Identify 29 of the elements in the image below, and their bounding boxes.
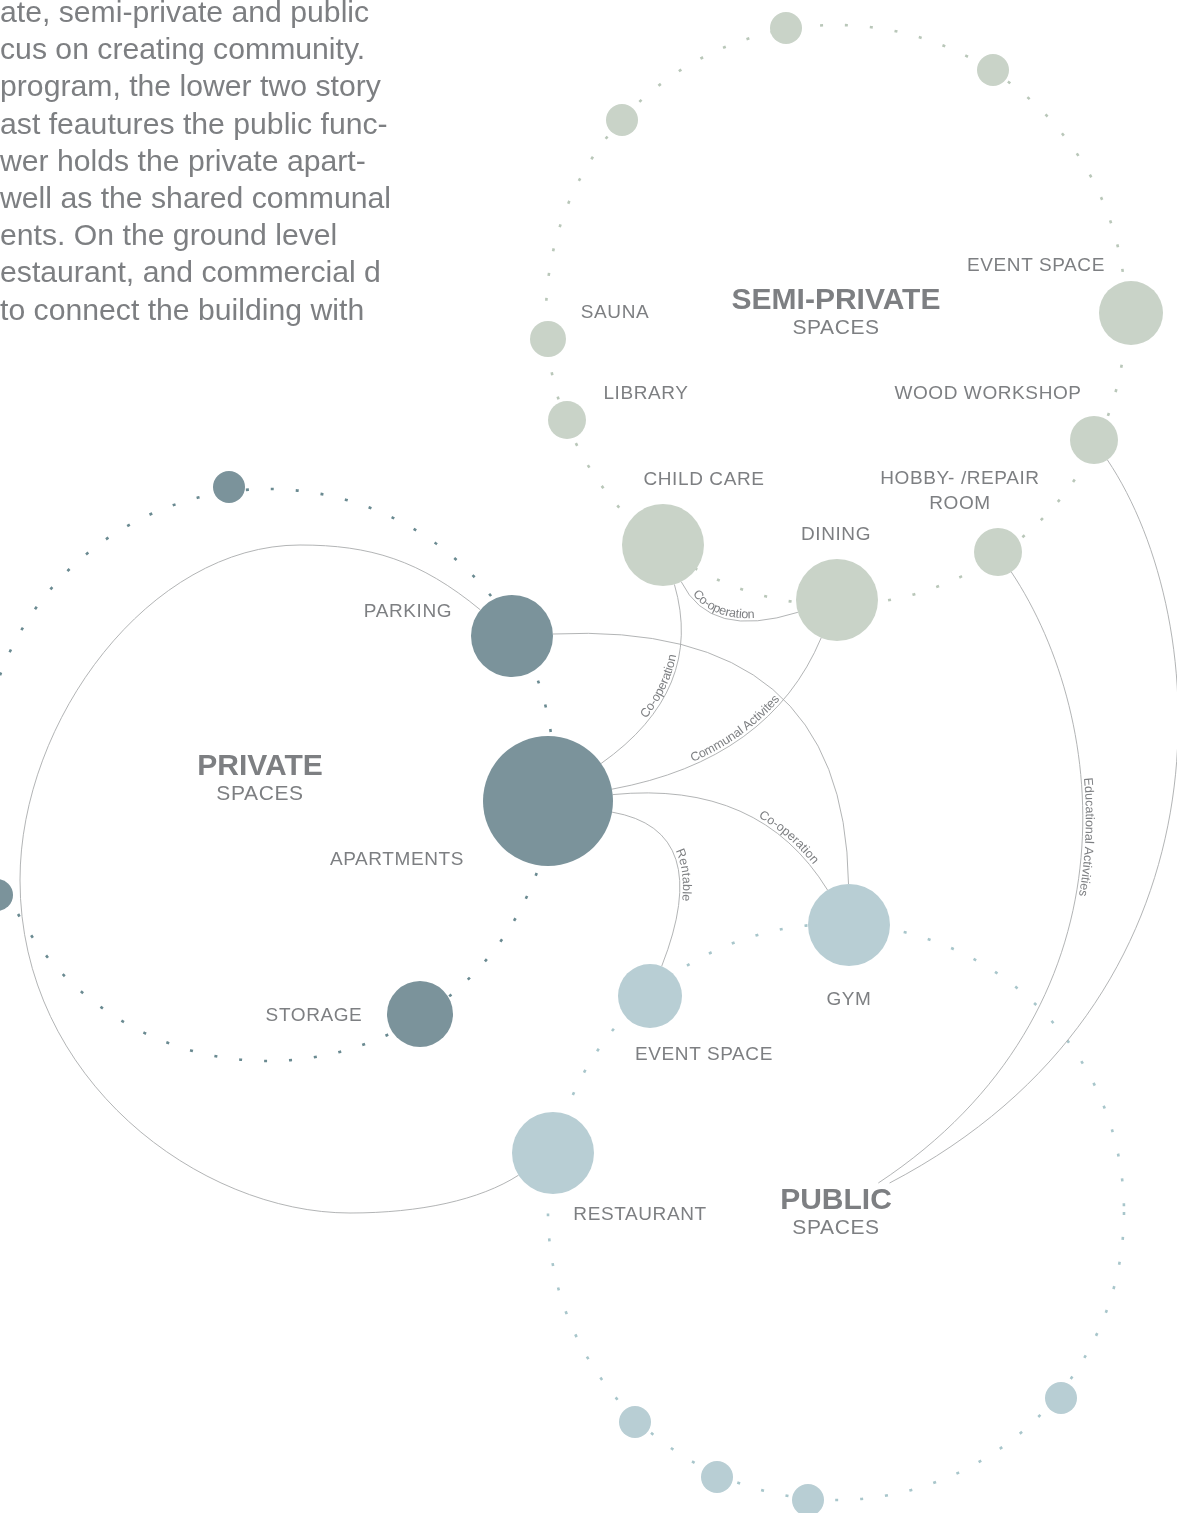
space-label: LIBRARY — [603, 380, 689, 405]
space-label: STORAGE — [265, 1002, 363, 1027]
space-label: APARTMENTS — [329, 846, 465, 871]
connector-line — [889, 459, 1177, 1184]
description-paragraph: ate, semi-private and public cus on creating community. program, the lower two story ast feautures the public func- wer holds the private apart- well as the shared communal ents. On the ground level estaurant, and commercial d to connect the building with — [0, 0, 392, 328]
space-label: HOBBY- /REPAIR ROOM — [879, 466, 1041, 515]
zone-heading: PRIVATE — [197, 749, 323, 781]
connector-line — [611, 637, 822, 790]
space-label: WOOD WORKSHOP — [894, 380, 1082, 405]
connector-line — [600, 583, 682, 764]
zone-subheading: SPACES — [215, 781, 305, 805]
connector-line — [877, 571, 1084, 1184]
zone-heading: SEMI-PRIVATE — [731, 283, 941, 315]
connector-line — [552, 633, 849, 885]
connector-line — [19, 544, 519, 1214]
space-label: SAUNA — [580, 299, 650, 324]
zone-subheading: SPACES — [791, 315, 881, 339]
space-label: GYM — [826, 986, 872, 1011]
space-label: EVENT SPACE — [967, 252, 1105, 277]
space-label: CHILD CARE — [643, 466, 765, 491]
space-label: RESTAURANT — [573, 1201, 707, 1226]
connector-line — [611, 811, 681, 967]
connector-line — [612, 792, 829, 891]
space-label: DINING — [800, 521, 872, 546]
connector-line — [680, 581, 799, 622]
zone-heading: PUBLIC — [780, 1183, 892, 1215]
space-label: PARKING — [363, 598, 453, 623]
zone-subheading: SPACES — [791, 1215, 881, 1239]
space-label: EVENT SPACE — [635, 1041, 773, 1066]
